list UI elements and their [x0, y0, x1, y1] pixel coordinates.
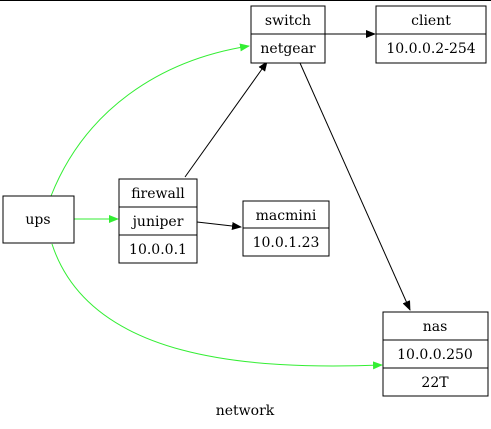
node-macmini[interactable]: macmini 10.0.1.23: [242, 200, 330, 257]
node-ups-row-0: ups: [25, 212, 50, 228]
top-border-line: [0, 0, 491, 1]
node-firewall[interactable]: firewall juniper 10.0.0.1: [118, 178, 198, 264]
node-client-row-1: 10.0.0.2-254: [386, 41, 475, 57]
node-nas[interactable]: nas 10.0.0.250 22T: [382, 311, 489, 397]
node-nas-row-2: 22T: [421, 375, 449, 391]
node-switch-row-0: switch: [265, 13, 311, 29]
node-switch-row-1: netgear: [260, 41, 316, 57]
edge-firewall-to-switch: [184, 61, 268, 178]
node-firewall-row-2: 10.0.0.1: [129, 242, 187, 258]
node-firewall-row-1: juniper: [131, 214, 184, 230]
edge-ups-to-switch: [50, 43, 250, 197]
node-firewall-row-0: firewall: [131, 186, 185, 202]
node-switch[interactable]: switch netgear: [250, 5, 326, 64]
node-client[interactable]: client 10.0.0.2-254: [375, 5, 487, 64]
node-ups[interactable]: ups: [2, 195, 75, 244]
node-macmini-row-0: macmini: [256, 208, 317, 224]
graph-caption: network: [216, 403, 275, 419]
node-nas-row-0: nas: [423, 319, 448, 335]
edge-ups-to-nas: [51, 243, 383, 370]
node-macmini-row-1: 10.0.1.23: [253, 235, 320, 251]
edge-switch-to-nas: [299, 62, 411, 311]
edges: [50, 30, 411, 370]
edge-firewall-to-macmini: [196, 221, 242, 230]
node-client-row-0: client: [411, 13, 451, 29]
node-nas-row-1: 10.0.0.250: [397, 347, 473, 363]
